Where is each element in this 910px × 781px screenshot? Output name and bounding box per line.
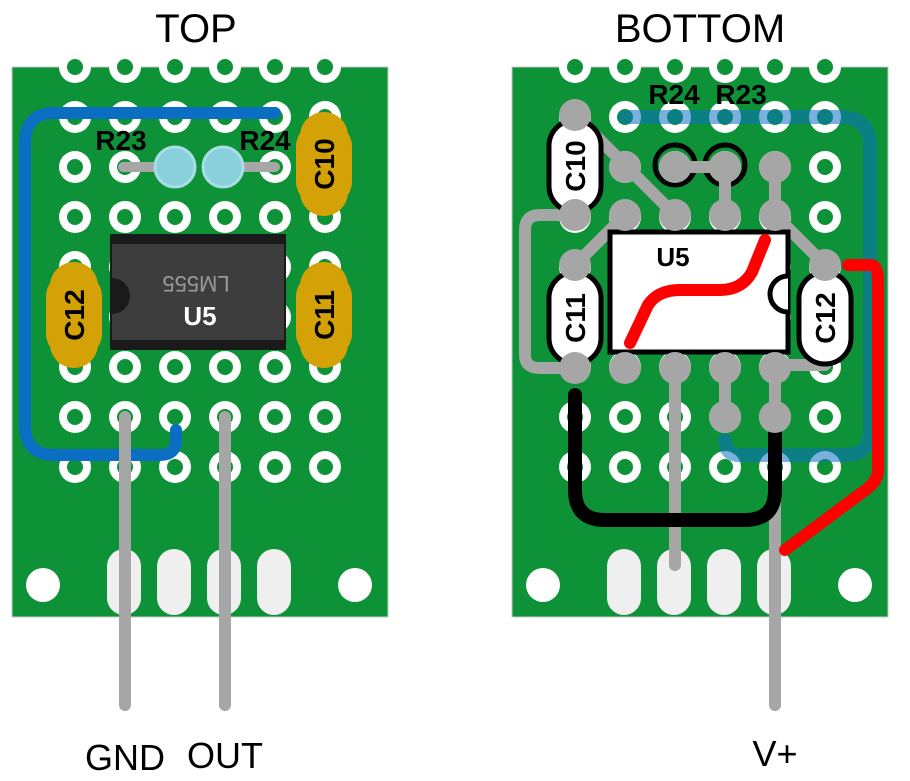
bottom-r23-label: R23 xyxy=(715,79,766,110)
pad-hole xyxy=(567,59,583,75)
top-ic-marking: LM555 xyxy=(162,271,229,296)
pad-hole xyxy=(717,59,733,75)
pad-hole xyxy=(167,209,183,225)
bottom-capacitor-c12: C12 xyxy=(796,269,854,367)
top-slots xyxy=(26,549,372,615)
pad-hole xyxy=(67,159,83,175)
pad-hole xyxy=(617,409,633,425)
bottom-view: BOTTOM R24 R23 xyxy=(511,7,889,774)
bottom-solder-joints xyxy=(559,99,841,433)
top-c12-label: C12 xyxy=(59,289,90,340)
pad-hole xyxy=(817,409,833,425)
bottom-c11-label: C11 xyxy=(560,293,591,343)
pad-hole xyxy=(117,359,133,375)
pad-hole xyxy=(317,409,333,425)
solder-joint xyxy=(709,199,741,231)
solder-joint xyxy=(759,151,791,183)
pad-hole xyxy=(667,59,683,75)
pad-hole xyxy=(167,59,183,75)
pad-hole xyxy=(167,409,183,425)
top-r24-label: R24 xyxy=(239,125,291,156)
top-title: TOP xyxy=(155,7,237,51)
top-blue-wire xyxy=(19,107,281,461)
solder-joint xyxy=(609,151,641,183)
solder-joint xyxy=(559,249,591,281)
pad-hole xyxy=(267,59,283,75)
pad-hole xyxy=(767,59,783,75)
bottom-c10-label: C10 xyxy=(560,140,591,191)
pad-hole xyxy=(267,359,283,375)
bottom-black-wire xyxy=(568,388,782,527)
top-capacitor-c10: C10 xyxy=(296,112,352,216)
solder-joint xyxy=(709,151,741,183)
bottom-capacitor-c11: C11 xyxy=(546,269,604,367)
pad-hole xyxy=(217,59,233,75)
pad-hole xyxy=(817,209,833,225)
bottom-blue-wire xyxy=(618,110,877,462)
pad-hole xyxy=(317,59,333,75)
bottom-red-wire-ic xyxy=(624,234,771,349)
pad-hole xyxy=(67,409,83,425)
top-capacitor-c12: C12 xyxy=(46,262,102,368)
solder-joint xyxy=(759,401,791,433)
solder-joint xyxy=(559,352,591,384)
pad-hole xyxy=(217,359,233,375)
top-resistor-r24: R24 xyxy=(201,125,291,189)
pad-hole xyxy=(67,209,83,225)
top-output-leads xyxy=(119,411,231,711)
solder-joint xyxy=(759,199,791,231)
pad-hole xyxy=(617,59,633,75)
pad-hole xyxy=(317,459,333,475)
top-resistor-r23: R23 xyxy=(95,125,197,189)
top-ic-u5: LM555 U5 xyxy=(110,234,286,350)
pad-hole xyxy=(167,459,183,475)
solder-joint xyxy=(659,199,691,231)
bottom-c12-label: C12 xyxy=(810,292,841,343)
pad-hole xyxy=(817,159,833,175)
pad-hole xyxy=(267,209,283,225)
pad-hole xyxy=(717,459,733,475)
bottom-ic-label: U5 xyxy=(656,242,689,272)
bottom-capacitor-c10: C10 xyxy=(546,117,604,215)
pad-hole xyxy=(117,59,133,75)
pad-hole xyxy=(117,209,133,225)
top-ic-label: U5 xyxy=(183,301,216,331)
pad-hole xyxy=(67,459,83,475)
pad-hole xyxy=(817,59,833,75)
pad-hole xyxy=(217,209,233,225)
solder-joint xyxy=(709,401,741,433)
solder-joint xyxy=(609,199,641,231)
solder-joint xyxy=(759,352,791,384)
pad-hole xyxy=(817,459,833,475)
pad-hole xyxy=(267,409,283,425)
solder-joint xyxy=(609,352,641,384)
top-view: TOP R23 R24 C10 xyxy=(11,7,389,778)
bottom-red-wire-vplus xyxy=(779,259,884,556)
solder-joint xyxy=(659,352,691,384)
solder-joint xyxy=(709,352,741,384)
gnd-label: GND xyxy=(85,737,165,778)
bottom-title: BOTTOM xyxy=(615,7,785,51)
pad-hole xyxy=(67,59,83,75)
out-label: OUT xyxy=(187,735,263,776)
vplus-label: V+ xyxy=(752,733,797,774)
top-capacitor-c11: C11 xyxy=(296,262,352,368)
top-r23-label: R23 xyxy=(95,125,146,156)
solder-joint xyxy=(559,99,591,131)
pad-hole xyxy=(267,459,283,475)
top-c11-label: C11 xyxy=(309,290,340,340)
solder-joint xyxy=(809,249,841,281)
pad-hole xyxy=(617,459,633,475)
solder-joint xyxy=(659,151,691,183)
pad-hole xyxy=(167,359,183,375)
bottom-r24-label: R24 xyxy=(648,79,700,110)
top-c10-label: C10 xyxy=(309,138,340,189)
solder-joint xyxy=(559,199,591,231)
